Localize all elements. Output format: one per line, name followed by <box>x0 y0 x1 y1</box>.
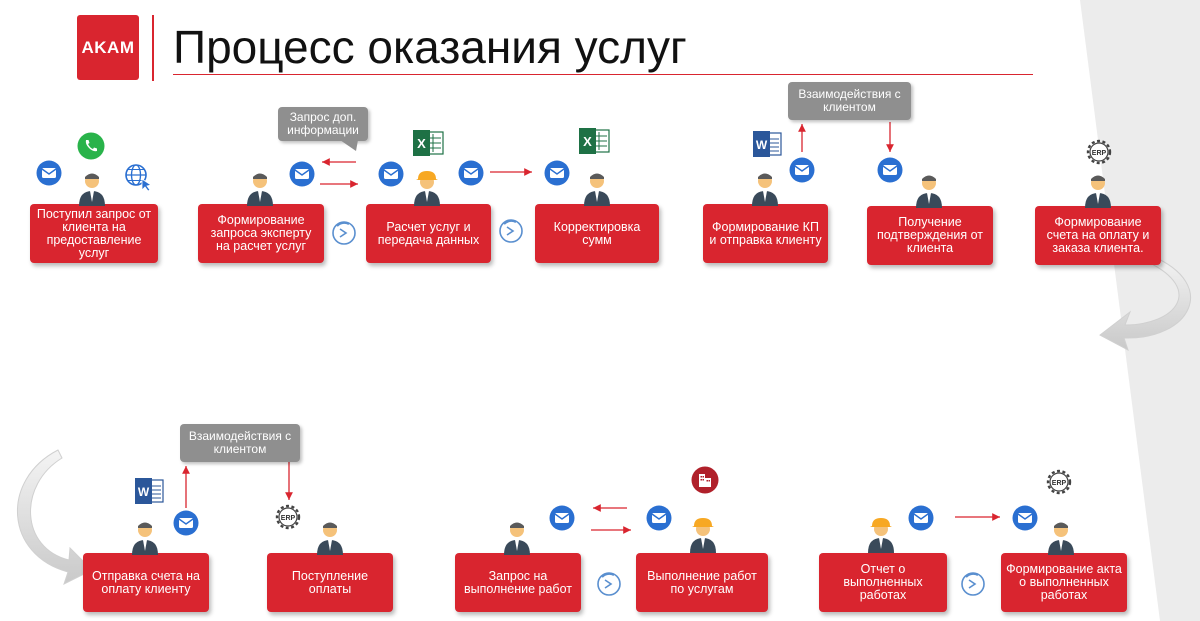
manager-icon <box>1048 522 1074 555</box>
svg-text:X: X <box>583 134 592 149</box>
erp-gear-icon: ERP <box>1046 469 1072 495</box>
excel-icon: X <box>579 128 610 154</box>
manager-icon <box>1085 175 1111 208</box>
mail-icon <box>544 160 570 186</box>
manager-icon <box>317 522 343 555</box>
erp-gear-icon: ERP <box>275 504 301 530</box>
mail-icon <box>908 505 934 531</box>
sync-cycle-icon <box>961 572 985 596</box>
svg-text:ERP: ERP <box>1052 480 1067 487</box>
mail-icon <box>549 505 575 531</box>
svg-text:ERP: ERP <box>281 515 296 522</box>
mail-icon <box>458 160 484 186</box>
note-client-interaction-bottom: Взаимодействия с клиентом <box>180 424 300 462</box>
mail-icon <box>378 161 404 187</box>
step-expert-request: Формирование запроса эксперту на расчет … <box>198 204 324 263</box>
manager-icon <box>584 173 610 206</box>
step-commercial-offer: Формирование КП и отправка клиенту <box>703 204 828 263</box>
svg-text:X: X <box>417 136 426 151</box>
mail-icon <box>36 160 62 186</box>
note-extra-info: Запрос доп. информации <box>278 107 368 141</box>
mail-icon <box>173 510 199 536</box>
word-icon: W <box>135 478 164 504</box>
building-icon <box>691 466 719 494</box>
manager-icon <box>79 173 105 206</box>
mail-icon <box>289 161 315 187</box>
manager-icon <box>504 522 530 555</box>
mail-icon <box>789 157 815 183</box>
page-title: Процесс оказания услуг <box>173 21 687 73</box>
svg-text:W: W <box>138 485 150 499</box>
excel-icon: X <box>413 130 444 156</box>
globe-cursor-icon <box>125 164 152 191</box>
step-work-report: Отчет о выполненных работах <box>819 553 947 612</box>
step-send-invoice: Отправка счета на оплату клиенту <box>83 553 209 612</box>
svg-text:ERP: ERP <box>1092 150 1107 157</box>
logo-separator <box>152 15 154 81</box>
erp-gear-icon: ERP <box>1086 139 1112 165</box>
phone-icon <box>77 132 105 160</box>
mail-icon <box>877 157 903 183</box>
engineer-icon <box>414 171 440 206</box>
mail-icon <box>1012 505 1038 531</box>
note-extra-info-pointer <box>340 140 358 151</box>
mail-icon <box>646 505 672 531</box>
sync-cycle-icon <box>332 221 356 245</box>
sync-cycle-icon <box>597 572 621 596</box>
step-service-calculation: Расчет услуг и передача данных <box>366 204 491 263</box>
title-underline <box>173 74 1033 75</box>
step-payment-received: Поступление оплаты <box>267 553 393 612</box>
step-work-execution: Выполнение работ по услугам <box>636 553 768 612</box>
word-icon: W <box>753 131 782 157</box>
step-acceptance-act: Формирование акта о выполненных работах <box>1001 553 1127 612</box>
step-work-request: Запрос на выполнение работ <box>455 553 581 612</box>
step-client-confirmation: Получение подтверждения от клиента <box>867 206 993 265</box>
note-client-interaction-top: Взаимодействия с клиентом <box>788 82 911 120</box>
svg-text:W: W <box>756 138 768 152</box>
manager-icon <box>916 175 942 208</box>
manager-icon <box>132 522 158 555</box>
sync-cycle-icon <box>499 219 523 243</box>
step-invoice-order: Формирование счета на оплату и заказа кл… <box>1035 206 1161 265</box>
manager-icon <box>752 173 778 206</box>
engineer-icon <box>868 518 894 553</box>
logo-text: AKAM <box>81 37 135 57</box>
manager-icon <box>247 173 273 206</box>
engineer-icon <box>690 518 716 553</box>
company-logo: AKAM <box>77 15 139 80</box>
step-sum-correction: Корректировка сумм <box>535 204 659 263</box>
step-request-received: Поступил запрос от клиента на предоставл… <box>30 204 158 263</box>
